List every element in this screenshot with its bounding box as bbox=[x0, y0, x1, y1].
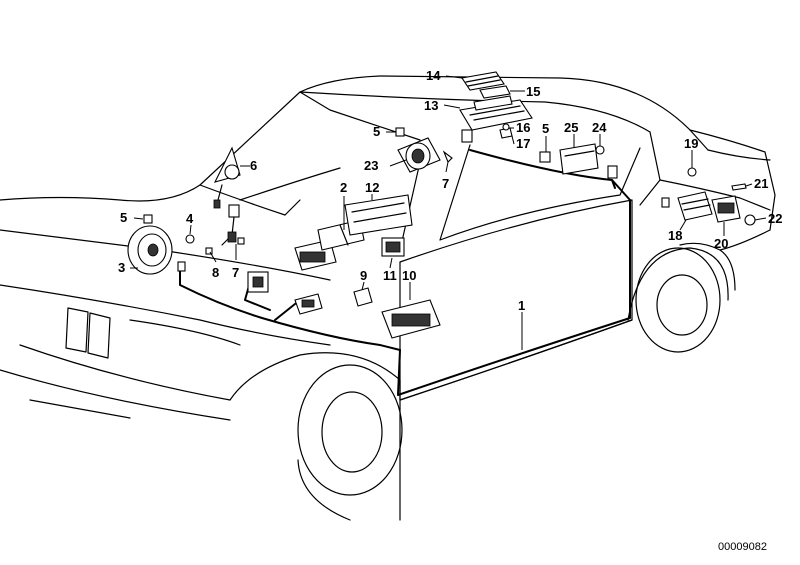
plug-9 bbox=[353, 287, 373, 307]
speaker-cover-15 bbox=[479, 85, 511, 99]
label-17: 17 bbox=[516, 136, 530, 151]
label-6: 6 bbox=[250, 158, 257, 173]
clip-5c bbox=[539, 151, 551, 163]
label-21: 21 bbox=[754, 176, 768, 191]
screw-7b bbox=[442, 150, 453, 163]
figure-number: 00009082 bbox=[718, 541, 767, 553]
label-4: 4 bbox=[186, 211, 194, 226]
antenna-module-20 bbox=[711, 195, 741, 223]
screw-16 bbox=[502, 123, 510, 131]
label-9: 9 bbox=[360, 268, 367, 283]
radio-bracket bbox=[344, 194, 413, 236]
label-5b: 5 bbox=[373, 124, 380, 139]
label-19: 19 bbox=[684, 136, 698, 151]
tweeter bbox=[213, 146, 241, 209]
clip-18b bbox=[661, 197, 670, 208]
label-1: 1 bbox=[518, 298, 525, 313]
label-18: 18 bbox=[668, 228, 682, 243]
leader-lines bbox=[130, 75, 767, 350]
clip-5b bbox=[395, 127, 405, 137]
label-16: 16 bbox=[516, 120, 530, 135]
label-12: 12 bbox=[365, 180, 379, 195]
label-3: 3 bbox=[118, 260, 125, 275]
label-20: 20 bbox=[714, 236, 728, 251]
label-10: 10 bbox=[402, 268, 416, 283]
nut-22 bbox=[744, 214, 756, 226]
clip-5a bbox=[143, 214, 153, 224]
label-11: 11 bbox=[383, 268, 397, 283]
label-7a: 7 bbox=[232, 265, 239, 280]
connector-11 bbox=[381, 237, 405, 257]
label-25: 25 bbox=[564, 120, 578, 135]
label-13: 13 bbox=[424, 98, 438, 113]
label-5c: 5 bbox=[542, 121, 549, 136]
label-14: 14 bbox=[426, 68, 441, 83]
connector-25b bbox=[607, 165, 618, 179]
grommet-19 bbox=[687, 167, 697, 177]
amplifier bbox=[559, 143, 599, 175]
connector-housing bbox=[247, 271, 269, 293]
label-24: 24 bbox=[592, 120, 607, 135]
car-body bbox=[0, 75, 776, 521]
amplifier-connector bbox=[381, 299, 441, 339]
connector-plug bbox=[294, 293, 323, 315]
label-5a: 5 bbox=[120, 210, 127, 225]
screw-21 bbox=[731, 183, 747, 191]
label-7b: 7 bbox=[442, 176, 449, 191]
door-panel bbox=[399, 199, 633, 401]
door-speaker bbox=[397, 137, 441, 173]
callout-labels: 1 2 3 4 5 5 5 6 7 7 8 9 10 11 12 13 14 1… bbox=[118, 68, 782, 313]
label-2: 2 bbox=[340, 180, 347, 195]
clip-7a bbox=[177, 261, 186, 272]
connector-8 bbox=[205, 204, 245, 255]
rear-deck-speaker bbox=[459, 95, 533, 131]
clip-16 bbox=[461, 129, 473, 143]
clip-24 bbox=[595, 145, 605, 155]
wiring-harness bbox=[179, 149, 631, 396]
front-speaker bbox=[127, 225, 173, 275]
label-8: 8 bbox=[212, 265, 219, 280]
screw-4 bbox=[185, 234, 195, 244]
label-22: 22 bbox=[768, 211, 782, 226]
rear-bracket-18 bbox=[677, 191, 713, 221]
label-23: 23 bbox=[364, 158, 378, 173]
label-15: 15 bbox=[526, 84, 540, 99]
speaker-grille-14 bbox=[461, 71, 505, 91]
